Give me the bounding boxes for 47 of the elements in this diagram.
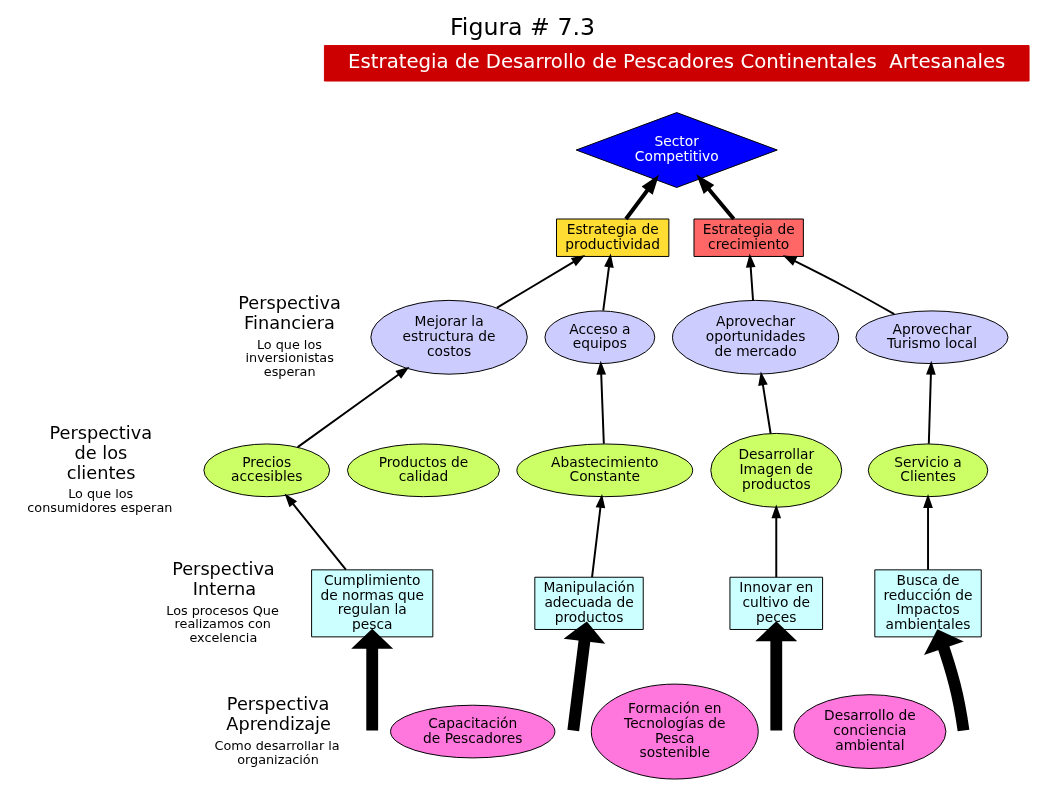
arrow bbox=[590, 493, 605, 579]
node-ellipse: Desarrollo de conciencia ambiental bbox=[792, 694, 946, 769]
label: Estrategia de Desarrollo de Pescadores Continentales Artesanales bbox=[347, 50, 1005, 74]
node-box: Cumplimiento de normas que regulan la pesca bbox=[310, 569, 433, 638]
arrow bbox=[770, 504, 781, 579]
node-ellipse: Capacitación de Pescadores bbox=[389, 704, 555, 759]
arrow bbox=[563, 621, 605, 732]
node-box: Manipulación adecuada de productos bbox=[533, 576, 644, 630]
arrow bbox=[695, 174, 735, 221]
node-box: Estrategia de crecimiento bbox=[693, 218, 804, 257]
node-ellipse: Aprovechar oportunidades de mercado bbox=[671, 299, 839, 375]
arrow bbox=[623, 174, 659, 221]
label: Lo que los consumidores esperan bbox=[26, 486, 172, 516]
node-ellipse: Acceso a equipos bbox=[543, 310, 655, 365]
node-ellipse: Precios accesibles bbox=[202, 443, 330, 498]
arrow bbox=[754, 621, 797, 731]
node-ellipse: Desarrollar Imagen de productos bbox=[709, 432, 842, 508]
node-box: Innovar en cultivo de peces bbox=[728, 576, 823, 630]
node-ellipse: Formación en Tecnologías de Pesca sostenible bbox=[590, 683, 759, 780]
node-ellipse: Mejorar la estructura de costos bbox=[369, 299, 528, 375]
arrow bbox=[745, 253, 756, 302]
label: Perspectiva de los clientes bbox=[48, 423, 152, 483]
arrow bbox=[922, 494, 933, 571]
node-ellipse: Productos de calidad bbox=[346, 443, 500, 498]
label: Lo que los inversionistas esperan bbox=[245, 336, 334, 380]
arrow bbox=[923, 629, 969, 732]
arrow bbox=[350, 628, 393, 731]
node-ellipse: Servicio a Clientes bbox=[867, 443, 988, 498]
node-box: Busca de reducción de Impactos ambientales bbox=[873, 569, 982, 638]
label: Perspectiva Aprendizaje bbox=[225, 694, 331, 734]
label: Como desarrollar la organización bbox=[214, 737, 340, 767]
node-ellipse: Abastecimiento Constante bbox=[515, 443, 693, 498]
node-box: Estrategia de productividad bbox=[555, 218, 669, 257]
arrow bbox=[284, 493, 347, 571]
arrow bbox=[296, 366, 409, 449]
arrow bbox=[601, 253, 614, 312]
arrow bbox=[495, 255, 585, 309]
node-ellipse: Aprovechar Turismo local bbox=[854, 310, 1008, 365]
label: Los procesos Que realizamos con excelencia bbox=[165, 602, 279, 646]
label: Perspectiva Financiera bbox=[237, 293, 341, 333]
arrow bbox=[782, 255, 895, 316]
label: Perspectiva Interna bbox=[171, 559, 275, 599]
diagram-title: Figura # 7.3 bbox=[449, 12, 595, 41]
arrow bbox=[595, 360, 606, 445]
arrow bbox=[925, 360, 936, 445]
arrow bbox=[757, 371, 772, 435]
node-diamond: Sector Competitivo bbox=[575, 112, 778, 188]
